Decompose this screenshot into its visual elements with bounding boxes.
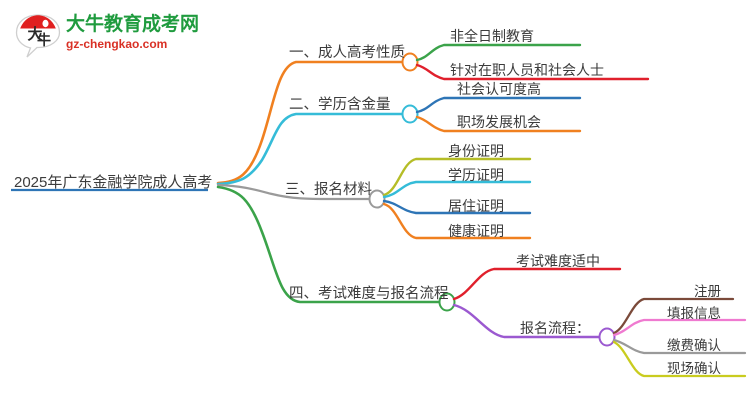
leaf-label-3-3[interactable]: 居住证明 bbox=[448, 198, 504, 214]
leaf-label-process-3[interactable]: 缴费确认 bbox=[667, 338, 721, 353]
daniu-bull-speech-bubble-logo-icon: 大 牛 bbox=[15, 14, 61, 58]
leaf-label-2-2[interactable]: 职场发展机会 bbox=[457, 114, 541, 130]
branch-label-3[interactable]: 三、报名材料 bbox=[285, 182, 372, 198]
link-root-branch-4 bbox=[216, 185, 442, 304]
leaf-label-3-1[interactable]: 身份证明 bbox=[448, 143, 504, 159]
subbranch-label-registration-process[interactable]: 报名流程： bbox=[520, 320, 590, 336]
link-root-branch-3 bbox=[216, 183, 372, 201]
branch-node-3 bbox=[368, 189, 386, 209]
logo-title: 大牛教育成考网 bbox=[66, 14, 200, 35]
leaf-label-3-4[interactable]: 健康证明 bbox=[448, 223, 504, 239]
leaf-label-process-2[interactable]: 填报信息 bbox=[667, 306, 721, 321]
branch-node-2 bbox=[401, 104, 419, 124]
link-branch-4-child-1 bbox=[452, 267, 622, 301]
leaf-label-1-1[interactable]: 非全日制教育 bbox=[450, 28, 534, 44]
leaf-label-process-4[interactable]: 现场确认 bbox=[667, 361, 721, 376]
link-root-branch-1 bbox=[216, 60, 406, 185]
link-branch-3-child-2 bbox=[382, 180, 532, 199]
link-branch-3-child-3 bbox=[382, 199, 532, 215]
link-branch-1-child-1 bbox=[415, 43, 582, 62]
leaf-label-4-1[interactable]: 考试难度适中 bbox=[516, 253, 600, 269]
leaf-label-1-2[interactable]: 针对在职人员和社会人士 bbox=[450, 62, 604, 78]
svg-text:大: 大 bbox=[27, 25, 42, 43]
root-node-label[interactable]: 2025年广东金融学院成人高考 bbox=[14, 174, 213, 191]
branch-node-1 bbox=[401, 52, 419, 72]
leaf-label-2-1[interactable]: 社会认可度高 bbox=[457, 81, 541, 97]
branch-label-2[interactable]: 二、学历含金量 bbox=[289, 97, 391, 113]
link-branch-4-child-2 bbox=[452, 303, 602, 339]
logo-domain: gz-chengkao.com bbox=[66, 37, 168, 51]
link-process-child-4 bbox=[612, 340, 747, 378]
link-branch-1-child-2 bbox=[415, 63, 650, 81]
leaf-label-3-2[interactable]: 学历证明 bbox=[448, 167, 504, 183]
branch-label-4[interactable]: 四、考试难度与报名流程 bbox=[289, 286, 449, 302]
logo-text: 大牛教育成考网 gz-chengkao.com bbox=[66, 14, 199, 52]
link-process-child-2 bbox=[612, 318, 747, 337]
link-process-child-1 bbox=[612, 297, 735, 335]
subbranch-node-registration-process bbox=[598, 327, 616, 347]
link-branch-2-child-1 bbox=[415, 96, 582, 114]
link-process-child-3 bbox=[612, 338, 747, 355]
leaf-label-process-1[interactable]: 注册 bbox=[694, 284, 721, 299]
link-branch-3-child-1 bbox=[382, 157, 532, 197]
branch-node-4 bbox=[438, 292, 456, 312]
branch-label-1[interactable]: 一、成人高考性质 bbox=[289, 45, 405, 61]
link-branch-3-child-4 bbox=[382, 202, 532, 240]
link-root-branch-2 bbox=[216, 112, 406, 186]
svg-text:牛: 牛 bbox=[37, 32, 51, 49]
site-logo[interactable]: 大 牛 大牛教育成考网 gz-chengkao.com bbox=[14, 10, 204, 62]
link-branch-2-child-2 bbox=[415, 115, 582, 133]
